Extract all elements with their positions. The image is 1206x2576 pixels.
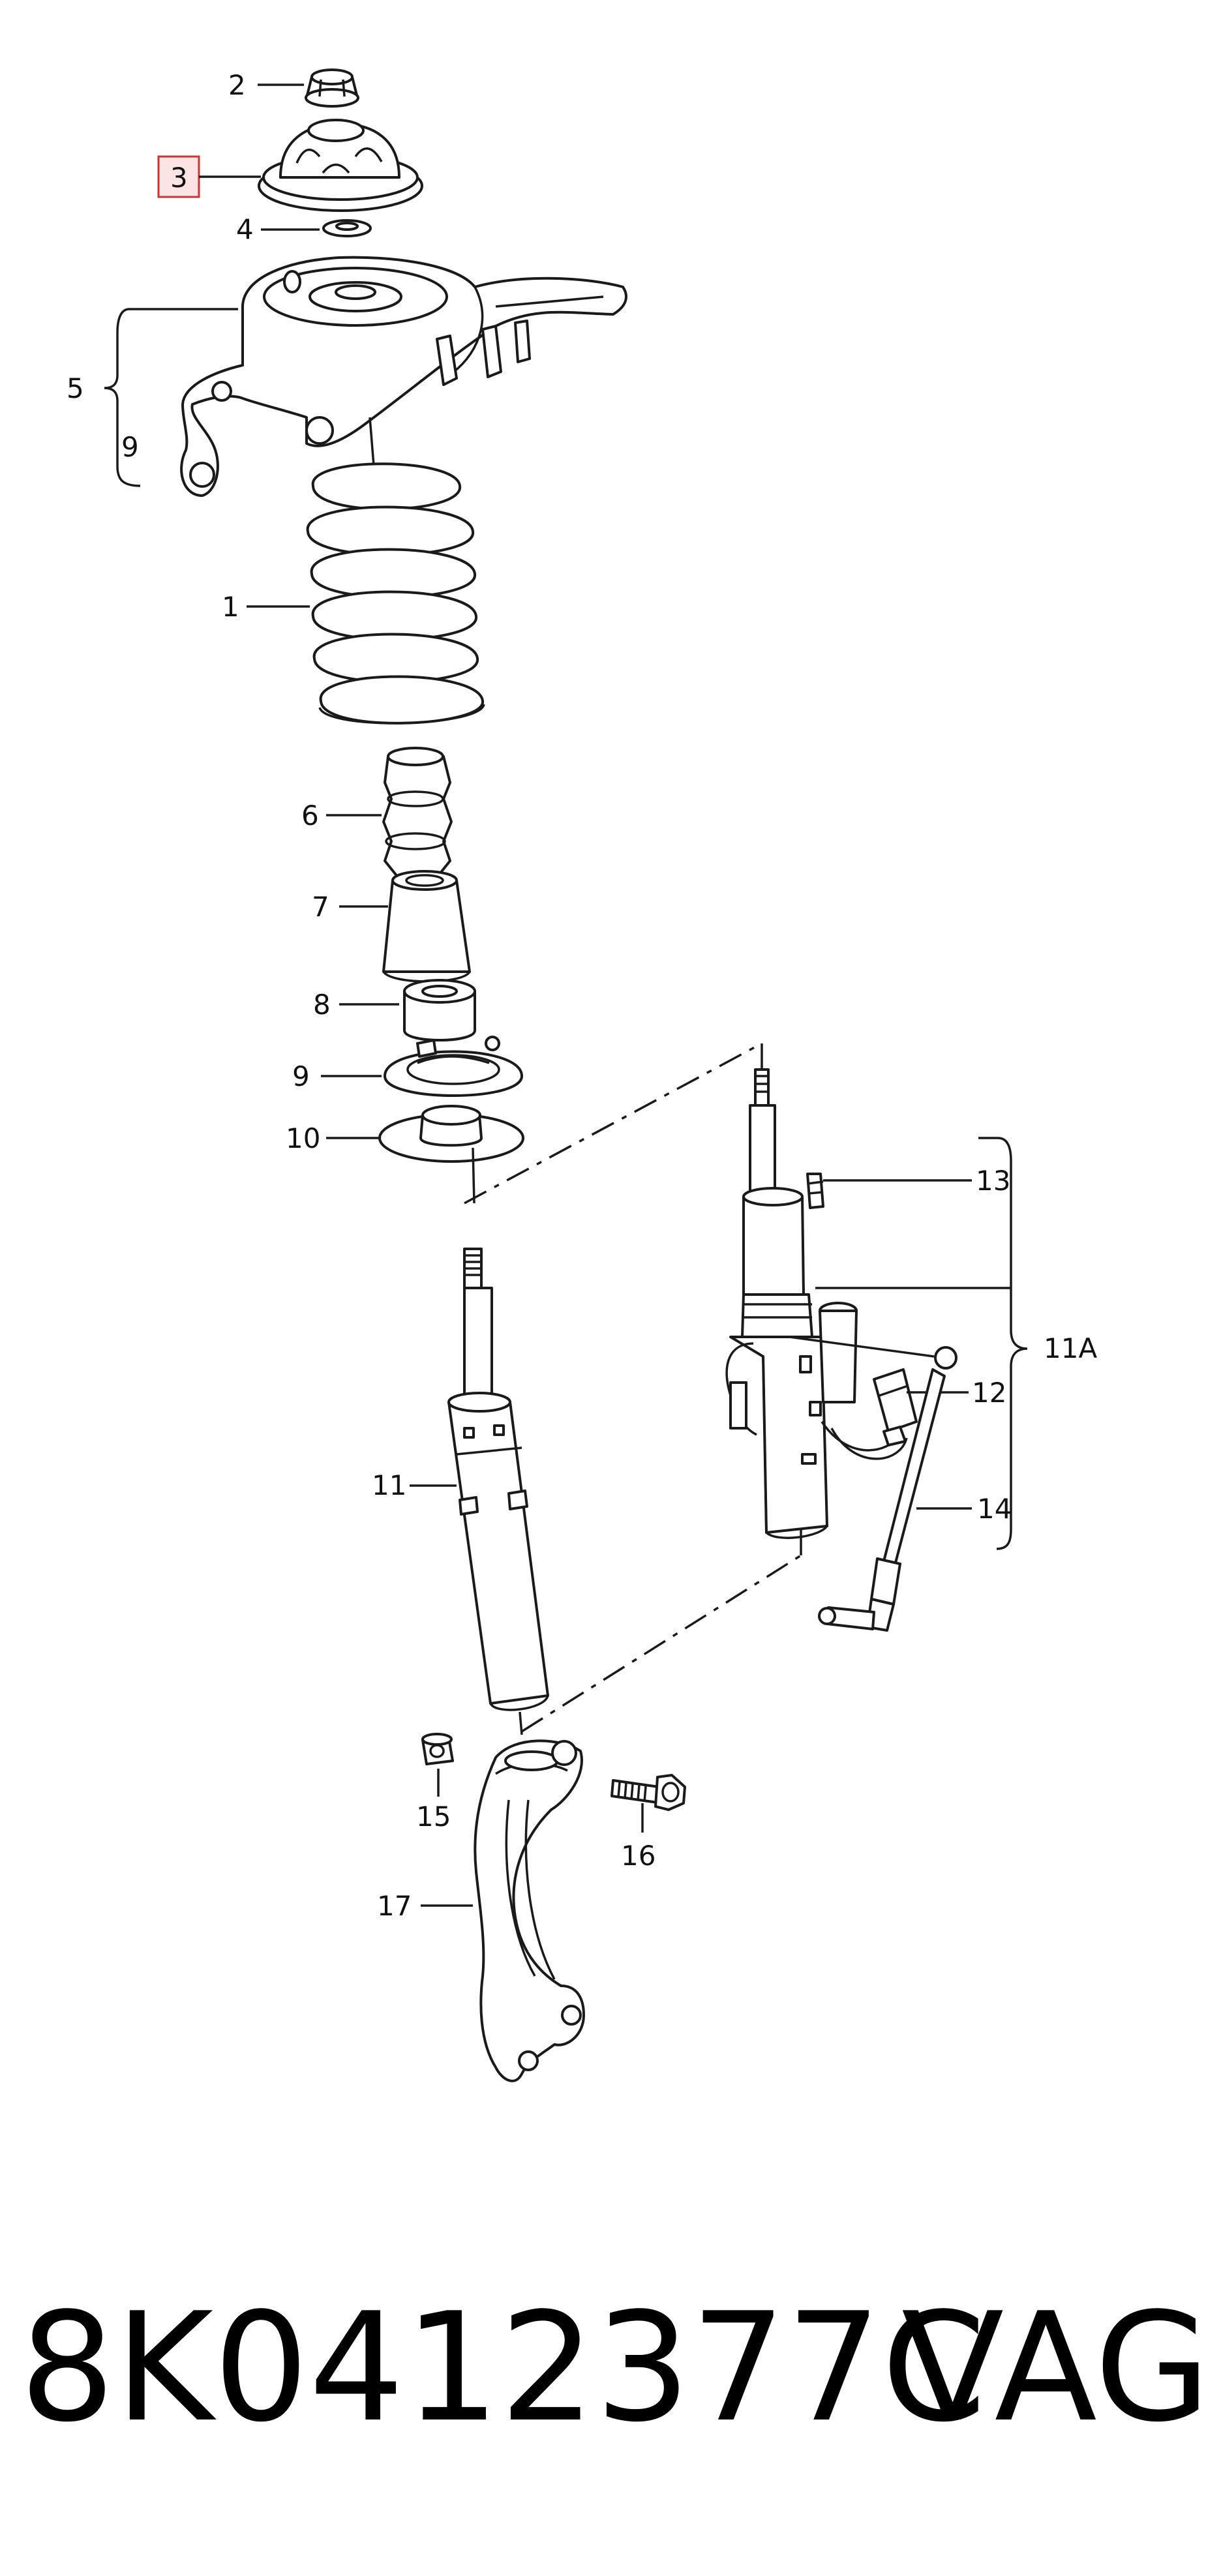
label-3-highlight [157,155,200,198]
label-16: 16 [621,1840,656,1872]
part-9-spring-seat[interactable] [384,1036,523,1097]
part-11a-air-shock-assembly[interactable] [725,1068,908,1539]
label-2: 2 [228,69,246,101]
part-8-bushing[interactable] [403,979,476,1041]
label-6: 6 [301,800,319,831]
label-4: 4 [236,213,254,245]
part-number-text: 8K0412377C [20,2281,986,2455]
label-15: 15 [416,1801,451,1833]
label-7: 7 [312,891,329,923]
part-4-washer[interactable] [322,219,372,237]
label-5-sub-9: 9 [121,431,139,463]
label-13: 13 [976,1165,1010,1197]
part-7-dust-boot[interactable] [382,870,471,983]
label-11a: 11A [1044,1332,1097,1364]
part-1-coil-spring[interactable] [306,462,485,725]
part-15-nut[interactable] [421,1733,454,1765]
part-16-bolt[interactable] [611,1774,686,1811]
part-3-strut-mount[interactable] [258,119,423,212]
label-1: 1 [222,591,239,623]
part-14-level-sensor-rod[interactable] [789,1336,957,1632]
label-8: 8 [313,989,331,1021]
part-11-shock-absorber[interactable] [447,1248,549,1711]
part-5-upper-mount-bracket[interactable] [180,256,627,497]
label-10: 10 [286,1122,320,1154]
label-11: 11 [372,1469,406,1501]
part-17-fork[interactable] [474,1739,585,2082]
label-12: 12 [972,1377,1006,1409]
part-10-lower-seat-plate[interactable] [378,1105,524,1163]
part-13-clip[interactable] [806,1173,824,1209]
part-12-connector[interactable] [873,1368,918,1446]
label-9: 9 [292,1060,310,1092]
label-17: 17 [377,1890,412,1922]
part-6-bump-stop[interactable] [382,747,453,878]
label-14: 14 [977,1493,1012,1525]
brand-text: VAG [901,2281,1206,2455]
label-3: 3 [170,162,188,194]
label-5: 5 [67,372,84,404]
part-2-nut[interactable] [305,68,359,108]
